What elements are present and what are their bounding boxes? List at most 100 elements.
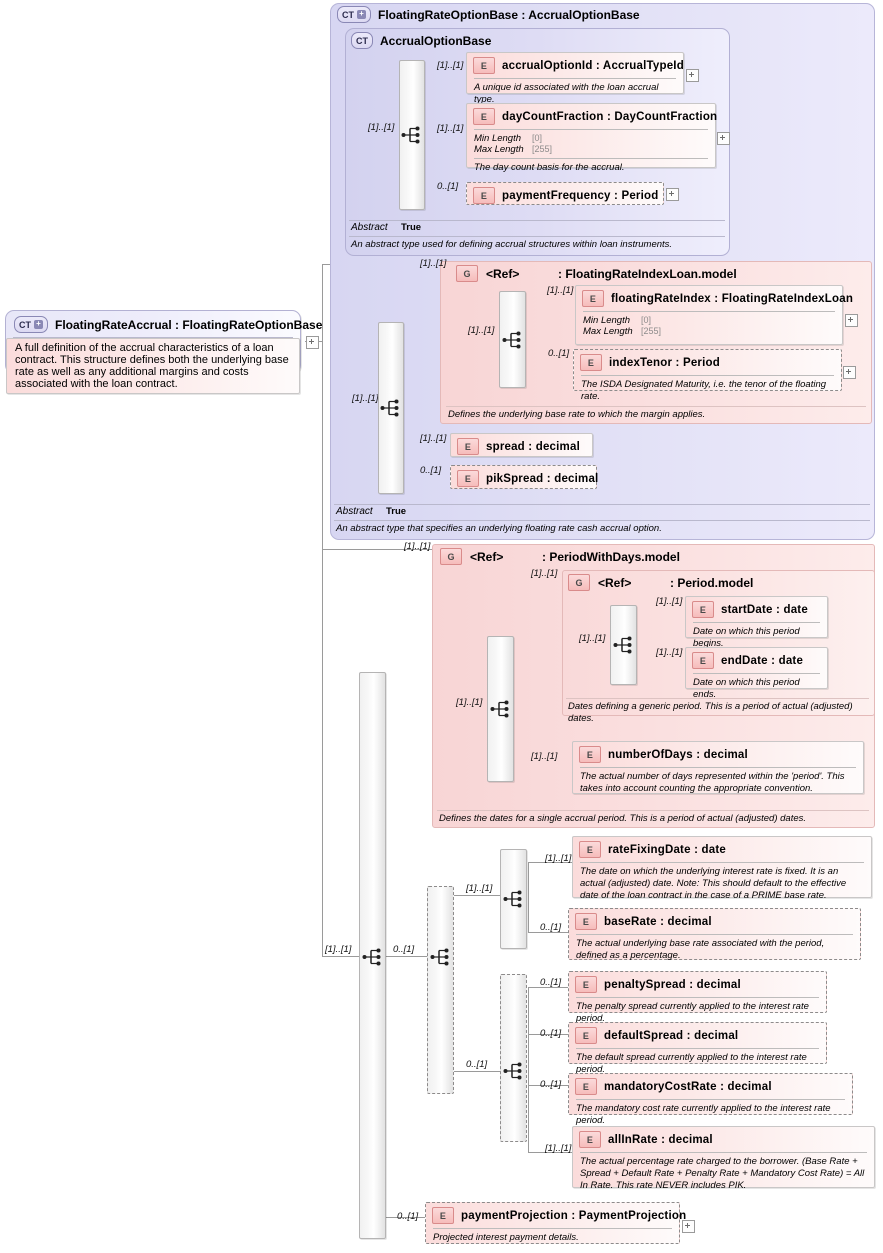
sequence-connector[interactable]	[378, 322, 404, 494]
expander-icon[interactable]	[843, 366, 856, 379]
expand-plus-icon: +	[357, 10, 366, 19]
cardinality: [1]..[1]	[656, 596, 683, 607]
group-doc: Defines the dates for a single accrual p…	[439, 813, 807, 824]
element-icon: E	[579, 746, 601, 763]
element-icon: E	[457, 438, 479, 455]
element-title: endDate : date	[721, 654, 804, 667]
element-doc: The actual underlying base rate associat…	[576, 938, 825, 961]
divider	[334, 520, 870, 521]
element-doc: The penalty spread currently applied to …	[576, 1001, 809, 1024]
cardinality: [1]..[1]	[531, 568, 558, 579]
element-title: paymentFrequency : Period	[502, 189, 659, 202]
element-doc: The day count basis for the accrual.	[474, 162, 625, 173]
facet-name: Min Length	[583, 315, 631, 326]
abstract-value: True	[401, 222, 422, 233]
group-header: G <Ref> : Period.model	[568, 574, 753, 591]
complex-type-icon: CT	[351, 32, 373, 49]
element-doc: Projected interest payment details.	[433, 1232, 579, 1243]
root-expander-icon[interactable]	[306, 336, 319, 349]
cardinality: [1]..[1]	[437, 60, 464, 71]
root-type-box[interactable]: CT+ FloatingRateAccrual : FloatingRateOp…	[5, 310, 322, 394]
cardinality: [1]..[1]	[368, 122, 395, 133]
facet-value: [255]	[641, 326, 662, 336]
group-title: : FloatingRateIndexLoan.model	[558, 266, 737, 281]
element-title: pikSpread : decimal	[486, 472, 599, 485]
expander-icon[interactable]	[686, 69, 699, 82]
sequence-icon	[362, 948, 380, 966]
facet-value: [0]	[532, 133, 543, 143]
divider	[474, 129, 708, 130]
cardinality: [1]..[1]	[579, 633, 606, 644]
sequence-connector[interactable]	[487, 636, 514, 782]
divider	[446, 406, 866, 407]
cardinality: [1]..[1]	[404, 541, 431, 552]
cardinality: 0..[1]	[540, 977, 562, 988]
element-icon: E	[579, 1131, 601, 1148]
floating-rate-option-base-header: CT+ FloatingRateOptionBase : AccrualOpti…	[337, 6, 640, 23]
element-icon: E	[457, 470, 479, 487]
element-doc: Date on which this period ends.	[693, 677, 800, 700]
rate-group-sequence-connector[interactable]	[427, 886, 454, 1094]
element-icon: E	[579, 841, 601, 858]
group-doc: Dates defining a generic period. This is…	[568, 701, 853, 724]
element-icon: E	[582, 290, 604, 307]
group-doc: Defines the underlying base rate to whic…	[448, 409, 706, 420]
element-title: rateFixingDate : date	[608, 843, 726, 856]
group-icon: G	[456, 265, 478, 282]
sequence-connector[interactable]	[500, 974, 527, 1142]
sequence-icon	[613, 636, 631, 654]
cardinality: [1]..[1]	[420, 258, 447, 269]
cardinality: 0..[1]	[393, 944, 415, 955]
cardinality: [1]..[1]	[420, 433, 447, 444]
abstract-row: Abstract True	[349, 221, 725, 234]
expander-icon[interactable]	[682, 1220, 695, 1233]
cardinality: 0..[1]	[437, 181, 459, 192]
element-doc: The date on which the underlying interes…	[580, 866, 847, 901]
group-icon: G	[568, 574, 590, 591]
element-doc: The default spread currently applied to …	[576, 1052, 807, 1075]
root-sequence-connector[interactable]	[359, 672, 386, 1239]
expander-icon[interactable]	[666, 188, 679, 201]
facet-name: Max Length	[474, 144, 524, 155]
group-header: G <Ref> : PeriodWithDays.model	[440, 548, 680, 565]
sequence-connector[interactable]	[399, 60, 425, 210]
element-title: startDate : date	[721, 603, 808, 616]
group-ref: <Ref>	[470, 549, 504, 564]
facet-value: [0]	[641, 315, 652, 325]
expander-icon[interactable]	[845, 314, 858, 327]
root-title: FloatingRateAccrual : FloatingRateOption…	[55, 317, 323, 332]
divider	[433, 1228, 672, 1229]
element-icon: E	[575, 1078, 597, 1095]
sequence-connector[interactable]	[610, 605, 637, 685]
cardinality: [1]..[1]	[531, 751, 558, 762]
sequence-icon	[502, 331, 520, 348]
abstract-row: Abstract True	[334, 505, 870, 518]
element-title: floatingRateIndex : FloatingRateIndexLoa…	[611, 292, 854, 305]
element-title: numberOfDays : decimal	[608, 748, 748, 761]
divider	[349, 220, 725, 221]
expander-icon[interactable]	[717, 132, 730, 145]
sequence-connector[interactable]	[499, 291, 526, 388]
floating-rate-option-base-title: FloatingRateOptionBase : AccrualOptionBa…	[378, 7, 640, 22]
divider	[580, 862, 864, 863]
cardinality: 0..[1]	[397, 1211, 419, 1222]
cardinality: 0..[1]	[540, 922, 562, 933]
sequence-connector[interactable]	[500, 849, 527, 949]
